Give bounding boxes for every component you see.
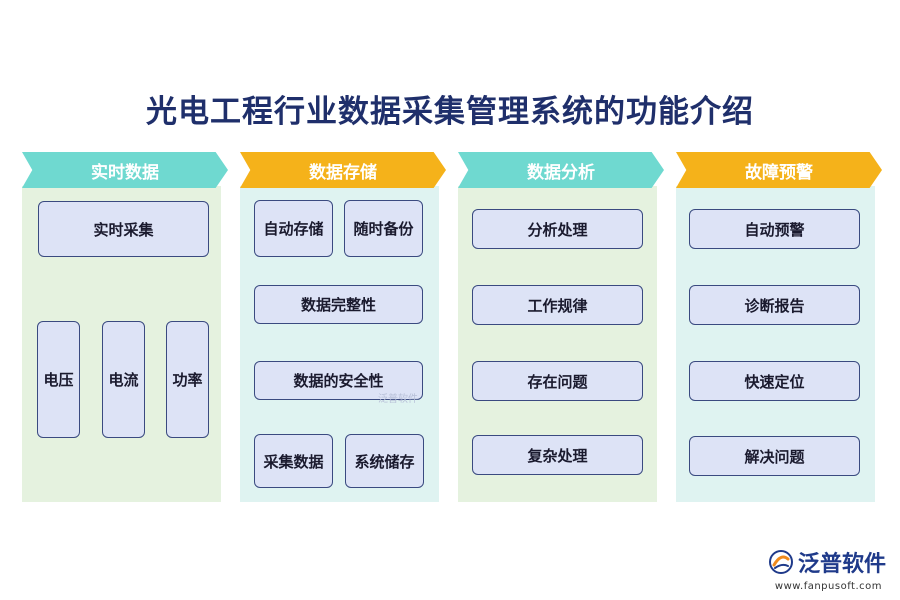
fanpu-logo-icon (768, 550, 793, 574)
box-data-security: 数据的安全性 (254, 361, 423, 400)
column-header: 数据存储 (240, 152, 446, 188)
column-fault-warning: 故障预警 自动预警 诊断报告 快速定位 解决问题 (676, 152, 882, 502)
box-analysis-process: 分析处理 (472, 209, 643, 249)
box-backup: 随时备份 (344, 200, 423, 257)
box-solve-problem: 解决问题 (689, 436, 860, 476)
diagram-title: 光电工程行业数据采集管理系统的功能介绍 (146, 94, 754, 130)
box-work-pattern: 工作规律 (472, 285, 643, 325)
box-complex-process: 复杂处理 (472, 435, 643, 475)
watermark: 泛普软件 (378, 394, 418, 405)
logo-url: www.fanpusoft.com (774, 581, 882, 592)
column-header: 故障预警 (676, 152, 882, 188)
box-realtime-collect: 实时采集 (38, 201, 209, 257)
column-realtime-data: 实时数据 实时采集 电压 电流 功率 (22, 152, 228, 502)
brand-logo: 泛普软件 (768, 546, 886, 578)
column-header: 数据分析 (458, 152, 664, 188)
column-header: 实时数据 (22, 152, 228, 188)
box-current: 电流 (102, 321, 145, 438)
column-data-storage: 数据存储 自动存储 随时备份 数据完整性 数据的安全性 采集数据 系统储存 (240, 152, 446, 502)
box-power: 功率 (166, 321, 209, 438)
logo-text: 泛普软件 (797, 552, 886, 577)
box-data-integrity: 数据完整性 (254, 285, 423, 324)
box-voltage: 电压 (37, 321, 80, 438)
box-diagnosis-report: 诊断报告 (689, 285, 860, 325)
box-system-storage: 系统储存 (345, 434, 424, 488)
box-auto-storage: 自动存储 (254, 200, 333, 257)
box-quick-locate: 快速定位 (689, 361, 860, 401)
box-collect-data: 采集数据 (254, 434, 333, 488)
box-existing-problems: 存在问题 (472, 361, 643, 401)
box-auto-warning: 自动预警 (689, 209, 860, 249)
column-data-analysis: 数据分析 分析处理 工作规律 存在问题 复杂处理 (458, 152, 664, 502)
